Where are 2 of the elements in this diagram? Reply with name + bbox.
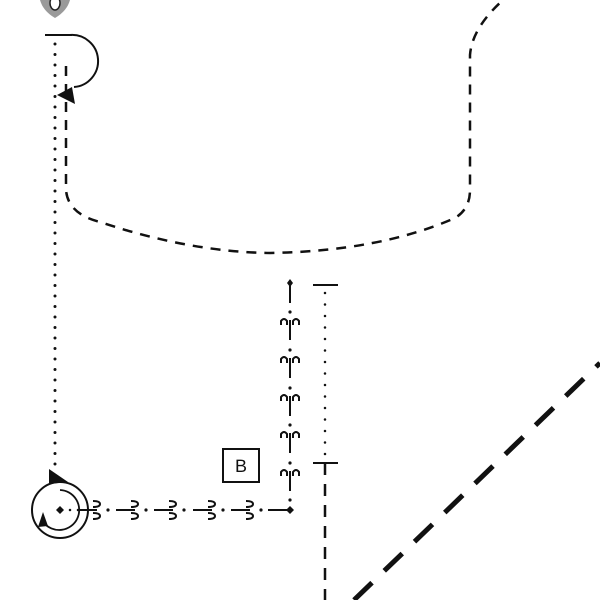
area-letter: B [234, 456, 247, 474]
letter-frame [222, 448, 260, 483]
